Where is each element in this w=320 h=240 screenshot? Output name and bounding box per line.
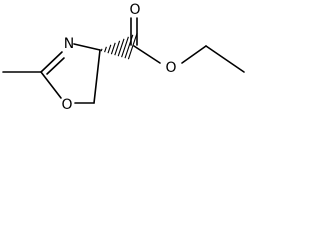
ring-oxygen-label: O [61, 97, 72, 113]
bond-carbonyl-ester-oxygen [133, 45, 161, 64]
ethyl-oxazoline-carboxylate-structure: N O O O [2, 2, 245, 113]
bond-c2-n-inner [46, 57, 65, 75]
ester-oxygen-label: O [165, 60, 176, 76]
bond-n-c4 [73, 43, 101, 51]
bond-c4-c5 [93, 49, 101, 104]
bond-ring-oxygen-c2 [40, 71, 62, 99]
bond-ester-oxygen-ch2 [181, 45, 207, 64]
carbonyl-oxygen-label: O [129, 2, 140, 18]
bond-ch2-ch3 [205, 45, 245, 73]
ring-nitrogen-label: N [64, 36, 74, 52]
bond-c2-n-outer [40, 51, 63, 73]
